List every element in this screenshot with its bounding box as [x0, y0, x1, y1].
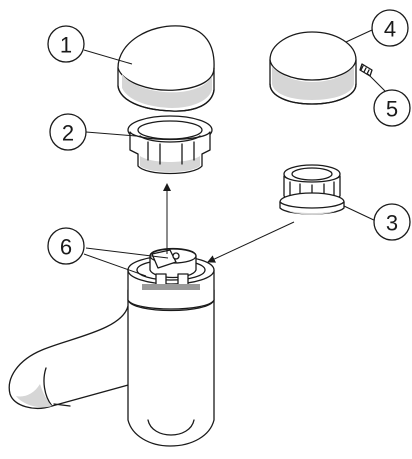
- callout-1: 1: [47, 25, 85, 63]
- leader-6a: [85, 247, 169, 259]
- svg-text:6: 6: [60, 235, 72, 260]
- part-1-cap: [117, 25, 215, 112]
- callout-3: 3: [373, 203, 411, 241]
- svg-text:5: 5: [386, 97, 398, 122]
- callout-2: 2: [49, 113, 87, 151]
- faucet-body: [8, 247, 215, 447]
- part-3-nut: [279, 164, 345, 215]
- leader-4: [345, 29, 373, 43]
- callout-5: 5: [373, 89, 411, 127]
- svg-text:4: 4: [384, 17, 396, 42]
- part-4-cap: [269, 31, 357, 105]
- callout-4: 4: [371, 9, 409, 47]
- svg-text:2: 2: [62, 121, 74, 146]
- part-5-set-screw: [359, 63, 373, 77]
- part-2-adapter-ring: [127, 115, 213, 175]
- svg-text:1: 1: [60, 33, 72, 58]
- arrow-part-3-in: [207, 221, 295, 263]
- svg-text:3: 3: [386, 211, 398, 236]
- callout-6: 6: [47, 227, 85, 265]
- leader-6b: [83, 253, 147, 277]
- leader-3: [343, 205, 379, 223]
- leader-1: [83, 49, 133, 65]
- leader-5: [367, 73, 387, 93]
- leader-2: [85, 131, 137, 137]
